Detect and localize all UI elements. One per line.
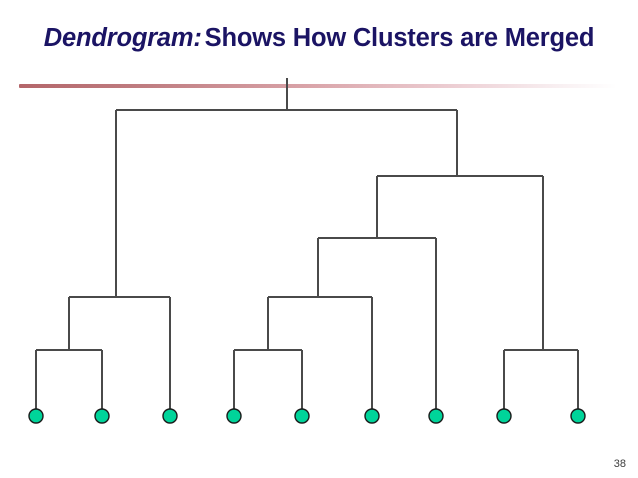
- page-title: Dendrogram:Shows How Clusters are Merged: [0, 24, 638, 53]
- page-number: 38: [613, 458, 626, 470]
- title-text: Dendrogram:Shows How Clusters are Merged: [43, 24, 595, 52]
- dendrogram-leaf-node-L8[interactable]: [496, 408, 512, 424]
- dendrogram-leaf-node-L6[interactable]: [364, 408, 380, 424]
- dendrogram-leaves-group: [28, 408, 586, 424]
- dendrogram-leaf-node-L4[interactable]: [226, 408, 242, 424]
- title-divider-rule: [19, 84, 617, 88]
- dendrogram-links-group: [35, 78, 579, 416]
- dendrogram-leaf-node-L7[interactable]: [428, 408, 444, 424]
- dendrogram-leaf-node-L5[interactable]: [294, 408, 310, 424]
- dendrogram-leaf-node-L9[interactable]: [570, 408, 586, 424]
- dendrogram-leaf-node-L2[interactable]: [94, 408, 110, 424]
- dendrogram-leaf-node-L1[interactable]: [28, 408, 44, 424]
- dendrogram-leaf-node-L3[interactable]: [162, 408, 178, 424]
- title-rest: Shows How Clusters are Merged: [204, 24, 595, 52]
- title-emphasis: Dendrogram:: [43, 24, 202, 52]
